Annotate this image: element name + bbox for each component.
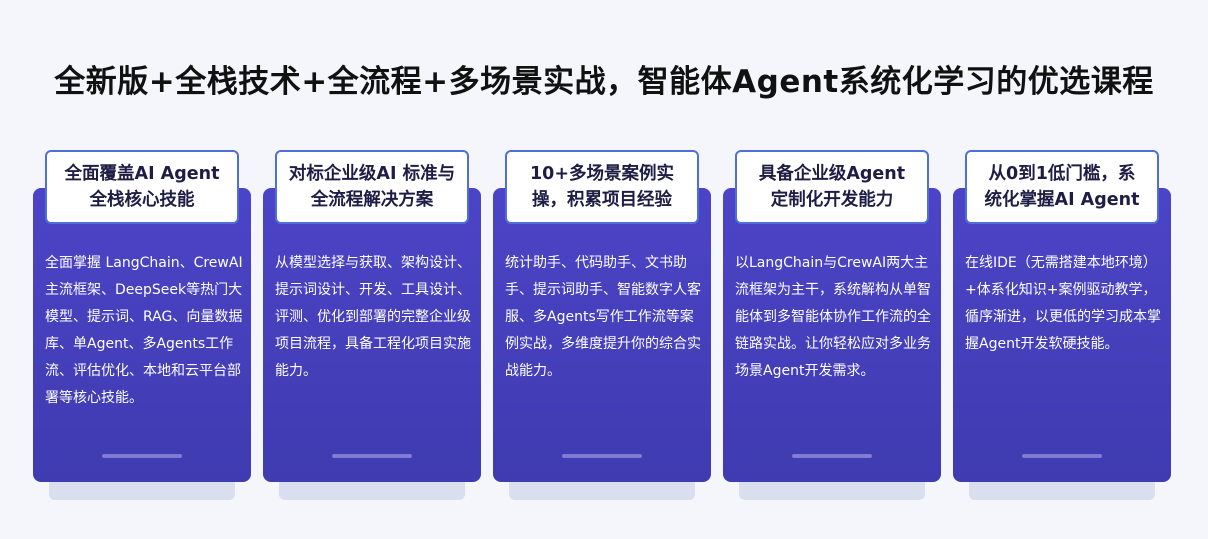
card-divider (332, 454, 412, 458)
card-description: 在线IDE（无需搭建本地环境）+体系化知识+案例驱动教学，循序渐进，以更低的学习… (965, 255, 1161, 352)
card-title: 对标企业级AI 标准与 全流程解决方案 (288, 164, 456, 210)
card-title-box: 全面覆盖AI Agent 全栈核心技能 (45, 150, 239, 224)
card-title-box: 对标企业级AI 标准与 全流程解决方案 (275, 150, 469, 224)
card-divider (1022, 454, 1102, 458)
page-title: 全新版+全栈技术+全流程+多场景实战，智能体Agent系统化学习的优选课程 (54, 64, 1154, 100)
card-body (493, 188, 711, 482)
card-body (263, 188, 481, 482)
card-title: 从0到1低门槛，系 统化掌握AI Agent (984, 164, 1140, 210)
card-description: 从模型选择与获取、架构设计、提示词设计、开发、工具设计、评测、优化到部署的完整企… (275, 255, 471, 379)
card-title: 具备企业级Agent 定制化开发能力 (758, 164, 906, 210)
feature-card: 10+多场景案例实 操，积累项目经验 统计助手、代码助手、文书助手、提示词助手、… (493, 150, 711, 500)
card-title-box: 从0到1低门槛，系 统化掌握AI Agent (965, 150, 1159, 224)
card-body (953, 188, 1171, 482)
feature-card: 全面覆盖AI Agent 全栈核心技能 全面掌握 LangChain、CrewA… (33, 150, 251, 500)
card-title: 全面覆盖AI Agent 全栈核心技能 (64, 164, 220, 210)
card-description: 全面掌握 LangChain、CrewAI主流框架、DeepSeek等热门大模型… (45, 255, 243, 406)
feature-card: 具备企业级Agent 定制化开发能力 以LangChain与CrewAI两大主流… (723, 150, 941, 500)
card-divider (792, 454, 872, 458)
card-description: 统计助手、代码助手、文书助手、提示词助手、智能数字人客服、多Agents写作工作… (505, 255, 701, 379)
feature-card: 对标企业级AI 标准与 全流程解决方案 从模型选择与获取、架构设计、提示词设计、… (263, 150, 481, 500)
card-title-box: 10+多场景案例实 操，积累项目经验 (505, 150, 699, 224)
card-body (723, 188, 941, 482)
feature-card: 从0到1低门槛，系 统化掌握AI Agent 在线IDE（无需搭建本地环境）+体… (953, 150, 1171, 500)
card-body (33, 188, 251, 482)
card-divider (102, 454, 182, 458)
card-description: 以LangChain与CrewAI两大主流框架为主干，系统解构从单智能体到多智能… (735, 255, 931, 379)
card-title: 10+多场景案例实 操，积累项目经验 (529, 164, 675, 210)
card-title-box: 具备企业级Agent 定制化开发能力 (735, 150, 929, 224)
card-divider (562, 454, 642, 458)
